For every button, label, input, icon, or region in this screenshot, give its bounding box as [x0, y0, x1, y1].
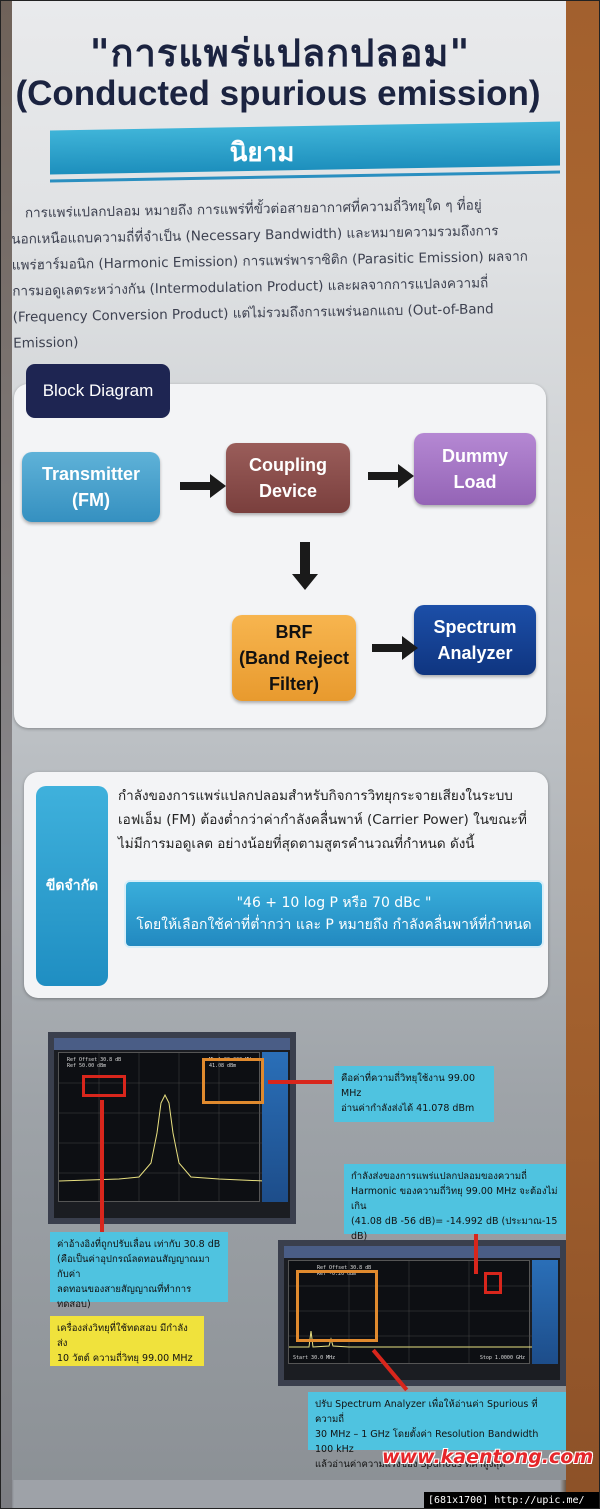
offset-callout: ค่าอ้างอิงที่ถูกปรับเลื่อน เท่ากับ 30.8 …: [50, 1232, 228, 1310]
screen2-stop: Stop 1.0000 GHz: [479, 1355, 525, 1361]
spectrum-screen-spurious: Ref Offset 30.8 dB Ref -0.20 dBm Start 3…: [278, 1240, 566, 1386]
sweep-callout: ปรับ Spectrum Analyzer เพื่อให้อ่านค่า S…: [308, 1392, 566, 1470]
pointer-line: [268, 1080, 332, 1084]
definition-label: นิยาม: [229, 138, 295, 168]
callout-line: ลดทอนของสายสัญญาณที่ทำการทดสอบ): [57, 1284, 192, 1310]
spectrum-analyzer-label: Spectrum Analyzer: [433, 617, 517, 663]
carrier-callout: คือค่าที่ความถี่วิทยุใช้งาน 99.00 MHz อ่…: [334, 1066, 494, 1122]
block-diagram-label: Block Diagram: [26, 364, 170, 418]
screen2-ref-offset: Ref Offset 30.8 dB: [317, 1265, 372, 1271]
callout-line: 10 วัตต์ ความถี่วิทยุ 99.00 MHz: [57, 1353, 193, 1364]
formula-note: โดยให้เลือกใช้ค่าที่ต่ำกว่า และ P หมายถึ…: [136, 917, 532, 933]
screen-title-bar: [54, 1038, 290, 1050]
callout-line: ค่าอ้างอิงที่ถูกปรับเลื่อน เท่ากับ 30.8 …: [57, 1239, 221, 1250]
left-stand-edge: [0, 0, 12, 1509]
carrier-trace: [59, 1053, 265, 1201]
callout-line: กำลังส่งของการแพร่แปลกปลอมของความถี่: [351, 1171, 527, 1182]
callout-line: 30 MHz – 1 GHz โดยตั้งค่า Resolution Ban…: [315, 1429, 539, 1455]
arrow-right-icon: [180, 474, 226, 498]
callout-line: แล้วอ่านค่าความแรงของ Spurious ที่ค่าสูง…: [315, 1459, 506, 1470]
screen2-start: Start 30.0 MHz: [293, 1355, 336, 1361]
screen-plot-area: Ref Offset 30.8 dB Ref -0.20 dBm Start 3…: [288, 1260, 535, 1364]
pointer-line: [474, 1234, 478, 1274]
screen-softkeys: [262, 1052, 288, 1202]
spurious-highlight: [296, 1270, 378, 1342]
callout-line: เครื่องส่งวิทยุที่ใช้ทดสอบ มีกำลังส่ง: [57, 1323, 188, 1349]
brf-node: BRF (Band Reject Filter): [232, 615, 356, 701]
callout-line: (คือเป็นค่าอุปกรณ์ลดทอนสัญญาณมากับค่า: [57, 1254, 210, 1280]
screen-ref-level: Ref 50.00 dBm: [67, 1063, 107, 1069]
coupling-device-label: Coupling Device: [249, 455, 327, 501]
callout-line: (41.08 dB -56 dB)= -14.992 dB (ประมาณ-15…: [351, 1216, 558, 1242]
limit-line: เอฟเอ็ม (FM) ต้องต่ำกว่าค่ากำลังคลื่นพาห…: [118, 812, 527, 828]
transmitter-callout: เครื่องส่งวิทยุที่ใช้ทดสอบ มีกำลังส่ง 10…: [50, 1316, 204, 1366]
site-watermark: www.kaentong.com: [382, 1446, 594, 1468]
screen-softkeys: [532, 1260, 558, 1364]
limit-label: ขีดจำกัด: [36, 786, 108, 986]
callout-line: ปรับ Spectrum Analyzer เพื่อให้อ่านค่า S…: [315, 1399, 538, 1425]
wooden-wall: [566, 0, 600, 1509]
spectrum-analyzer-node: Spectrum Analyzer: [414, 605, 536, 675]
callout-line: อ่านค่ากำลังส่งได้ 41.078 dBm: [341, 1103, 475, 1114]
limit-text: กำลังของการแพร่แปลกปลอมสำหรับกิจการวิทยุ…: [118, 784, 544, 856]
marker2-highlight: [484, 1272, 502, 1294]
callout-line: คือค่าที่ความถี่วิทยุใช้งาน 99.00 MHz: [341, 1073, 475, 1099]
screen-title-bar: [284, 1246, 560, 1258]
ref-offset-highlight: [82, 1075, 126, 1097]
arrow-down-icon: [292, 542, 318, 590]
formula-line: "46 + 10 log P หรือ 70 dBc ": [236, 895, 432, 911]
arrow-right-icon: [368, 464, 414, 488]
screen-ref-offset: Ref Offset 30.8 dB: [67, 1057, 122, 1063]
poster-title-english: (Conducted spurious emission): [15, 74, 541, 113]
transmitter-label: Transmitter (FM): [41, 464, 141, 510]
marker-highlight: [202, 1058, 264, 1104]
formula-box: "46 + 10 log P หรือ 70 dBc " โดยให้เลือก…: [124, 880, 544, 948]
transmitter-node: Transmitter (FM): [22, 452, 160, 522]
image-host-footer: [681x1700] http://upic.me/: [424, 1492, 600, 1509]
dummy-load-label: Dummy Load: [441, 446, 508, 492]
poster-title-thai: "การแพร่แปลกปลอม": [89, 31, 471, 75]
coupling-device-node: Coupling Device: [226, 443, 350, 513]
limit-line: กำลังของการแพร่แปลกปลอมสำหรับกิจการวิทยุ…: [118, 788, 513, 804]
screen-marker-value: 41.08 dBm: [209, 1063, 237, 1069]
brf-label: BRF (Band Reject Filter): [238, 622, 350, 694]
limit-line: ไม่มีการมอดูเลต อย่างน้อยที่สุดตามสูตรคำ…: [118, 836, 475, 852]
dummy-load-node: Dummy Load: [414, 433, 536, 505]
callout-line: Harmonic ของความถี่วิทยุ 99.00 MHz จะต้อ…: [351, 1186, 558, 1212]
pointer-line: [100, 1100, 104, 1232]
arrow-right-icon: [372, 636, 418, 660]
screen2-ref-level: Ref -0.20 dBm: [317, 1271, 357, 1277]
harmonic-callout: กำลังส่งของการแพร่แปลกปลอมของความถี่ Har…: [344, 1164, 566, 1242]
